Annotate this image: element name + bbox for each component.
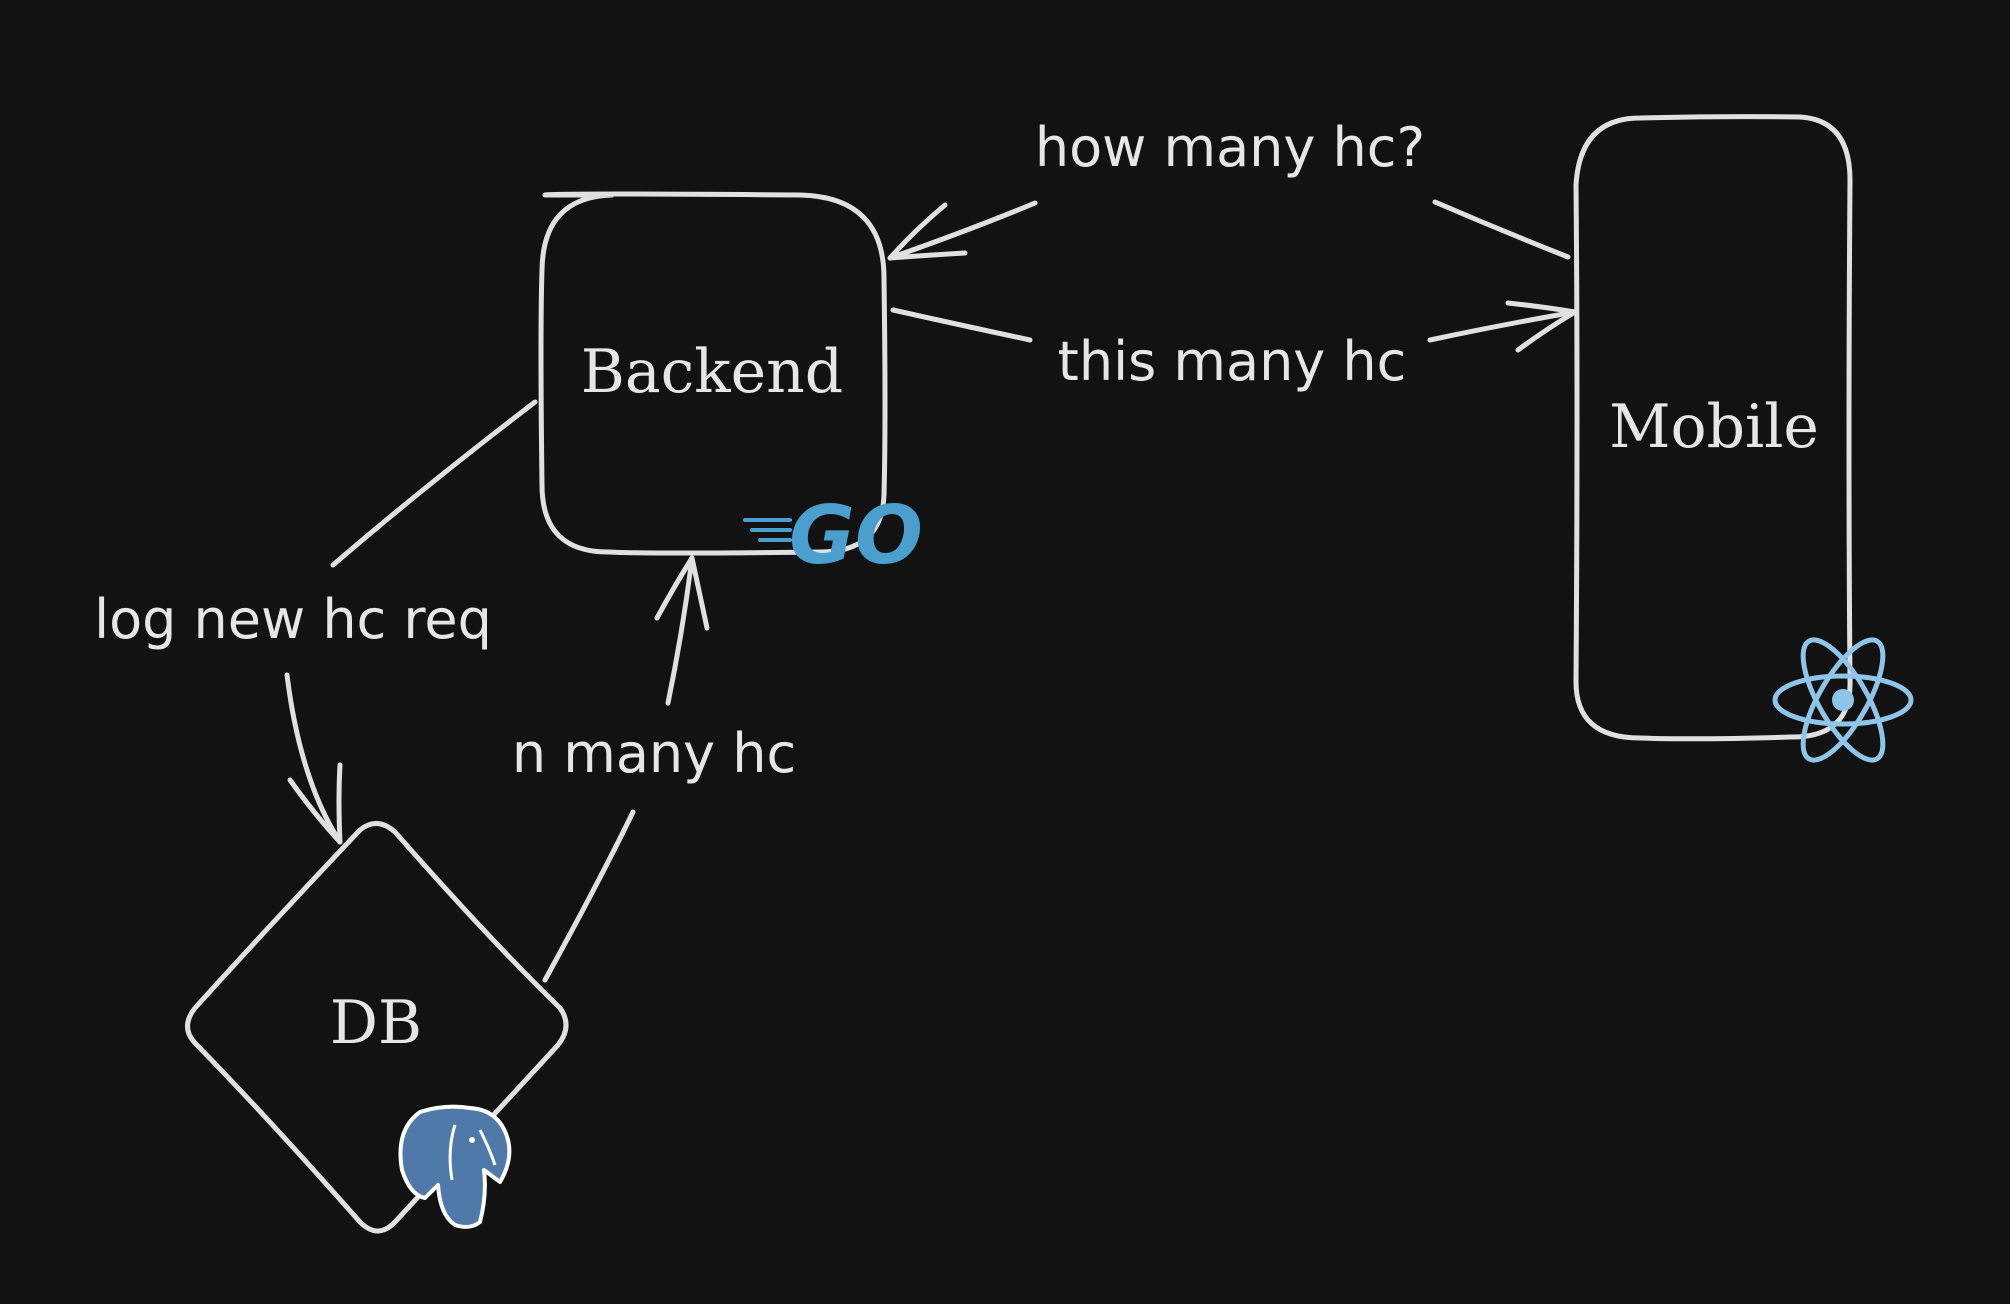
edge-backend-to-db-line-top — [330, 399, 538, 568]
go-logo-icon: GO — [743, 489, 923, 582]
backend-label: Backend — [581, 337, 843, 407]
edge-mobile-to-backend[interactable]: how many hc? — [887, 116, 1571, 261]
edge-backend-to-mobile-line-right — [1427, 309, 1578, 343]
mobile-box — [1573, 114, 1853, 742]
edge-backend-to-db-label: log new hc req — [94, 588, 492, 651]
edge-backend-to-db-line-bottom — [284, 672, 343, 845]
edge-db-to-backend-line-top — [665, 555, 695, 706]
edge-backend-to-db-arrowhead — [287, 762, 343, 845]
mobile-label: Mobile — [1609, 392, 1819, 462]
go-logo-text: GO — [789, 489, 923, 582]
edge-mobile-to-backend-arrowhead — [887, 202, 968, 261]
edge-backend-to-mobile-label: this many hc — [1058, 330, 1407, 393]
backend-node[interactable]: Backend GO — [538, 191, 923, 582]
edge-backend-to-mobile-arrowhead — [1505, 300, 1578, 353]
edge-backend-to-mobile-line-left — [890, 307, 1033, 343]
mobile-node[interactable]: Mobile — [1573, 114, 1914, 771]
edge-backend-to-db[interactable]: log new hc req — [94, 399, 538, 845]
edge-db-to-backend-line-bottom — [542, 809, 636, 983]
db-node[interactable]: DB — [185, 821, 569, 1234]
edge-mobile-to-backend-line-right — [1432, 199, 1571, 260]
react-logo-icon — [1772, 637, 1914, 763]
edge-db-to-backend-label: n many hc — [512, 722, 796, 785]
edge-mobile-to-backend-label: how many hc? — [1035, 116, 1425, 179]
postgresql-elephant-icon — [398, 1104, 512, 1229]
edge-db-to-backend-arrowhead — [654, 555, 710, 631]
edge-db-to-backend[interactable]: n many hc — [512, 555, 796, 983]
edge-backend-to-mobile[interactable]: this many hc — [890, 300, 1578, 393]
backend-box — [538, 191, 888, 556]
db-label: DB — [330, 988, 422, 1058]
db-diamond — [185, 821, 569, 1234]
edge-mobile-to-backend-line-left — [887, 200, 1038, 261]
